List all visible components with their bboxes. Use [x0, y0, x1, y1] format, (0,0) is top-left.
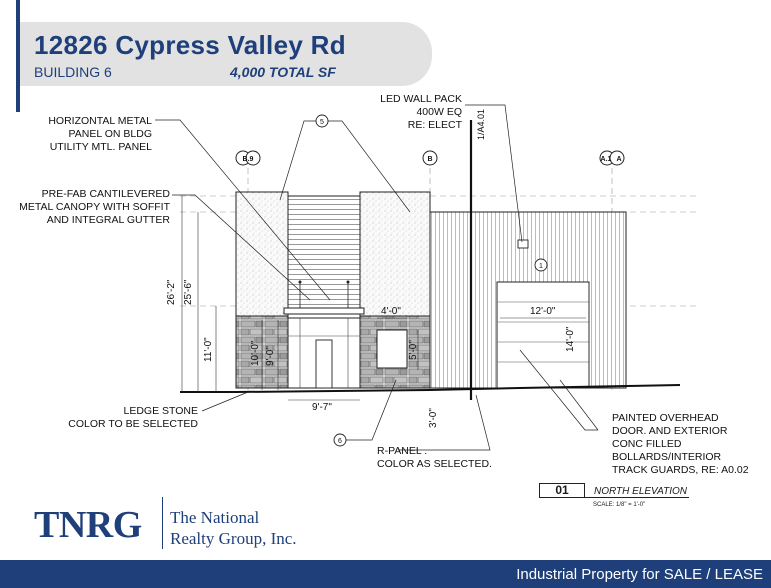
keynote-1: 1 [539, 263, 543, 270]
header-accent-bar [16, 0, 20, 112]
grid-bubble-b: B [427, 156, 432, 163]
total-square-footage: 4,000 TOTAL SF [230, 64, 336, 80]
building-label: BUILDING 6 [34, 64, 112, 80]
dimension-9-7: 9'-7" [312, 402, 332, 413]
drawing-scale: SCALE: 1/8" = 1'-0" [593, 502, 646, 508]
dimension-26-2: 26'-2" [166, 279, 177, 305]
callout-r-panel: R-PANEL . COLOR AS SELECTED. [377, 445, 492, 470]
property-address: 12826 Cypress Valley Rd [34, 30, 346, 60]
grid-bubble-b9: B.9 [243, 156, 254, 163]
dimension-14-0: 14'-0" [565, 326, 576, 352]
dimension-12-0: 12'-0" [530, 306, 556, 317]
dimension-25-6: 25'-6" [183, 279, 194, 305]
elevation-name: NORTH ELEVATION [594, 486, 687, 497]
dimension-10-0: 10'-0" [250, 340, 261, 366]
tnrg-logo: TNRG [34, 504, 142, 546]
company-name: The National Realty Group, Inc. [170, 508, 297, 548]
callout-led-wall-pack: LED WALL PACK 400W EQ RE: ELECT [380, 93, 462, 131]
callout-ledge-stone: LEDGE STONE COLOR TO BE SELECTED [68, 405, 198, 430]
callout-canopy: PRE-FAB CANTILEVERED METAL CANOPY WITH S… [19, 188, 170, 226]
dimension-5-0: 5'-0" [408, 340, 419, 360]
grid-bubble-a1: A.1 [601, 156, 612, 163]
detail-reference: 1/A4.01 [476, 108, 486, 140]
callout-horizontal-metal-panel: HORIZONTAL METAL PANEL ON BLDG UTILITY M… [48, 115, 152, 153]
footer-bar [0, 560, 771, 588]
elevation-number: 01 [539, 483, 585, 498]
keynote-5: 5 [320, 119, 324, 126]
keynote-6: 6 [338, 438, 342, 445]
dimension-11-0: 11'-0" [203, 337, 214, 362]
logo-divider [162, 497, 163, 549]
dimension-9-0: 9'-0" [265, 346, 276, 366]
title-underline [539, 497, 689, 498]
header-panel [20, 22, 432, 86]
callout-overhead-door: PAINTED OVERHEAD DOOR. AND EXTERIOR CONC… [612, 412, 749, 476]
grid-bubble-a: A [616, 156, 621, 163]
dimension-3-0: 3'-0" [428, 408, 439, 428]
dimension-4-0: 4'-0" [381, 306, 401, 317]
footer-tagline: Industrial Property for SALE / LEASE [516, 566, 763, 583]
